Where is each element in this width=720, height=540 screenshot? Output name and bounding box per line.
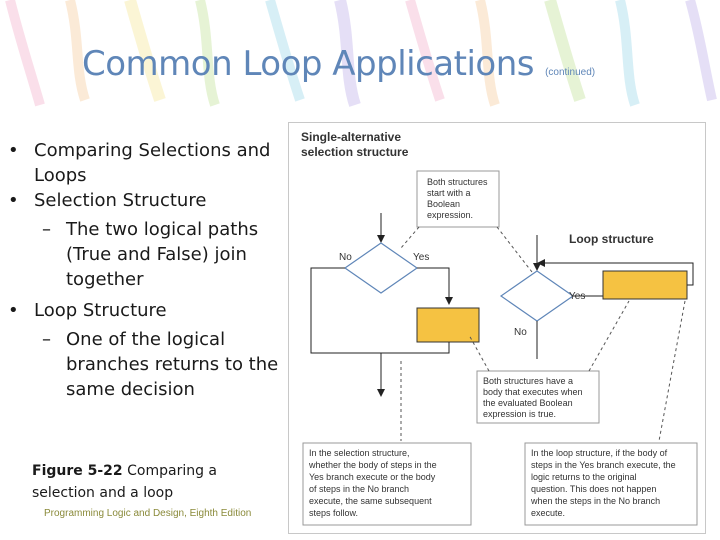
slide-footer: Programming Logic and Design, Eighth Edi… [44,508,251,519]
bullet-item: Loop Structure [8,298,290,323]
sub-bullet-item: –The two logical paths (True and False) … [8,217,290,292]
note-mid-line: the evaluated Boolean [483,398,573,408]
dashed-pointer [589,301,629,371]
bullet-text: Loop Structure [34,300,167,321]
note-top-line: Both structures [427,177,488,187]
slide-title-suffix: (continued) [545,67,595,78]
bullet-item: Comparing Selections and Loops [8,138,290,188]
flowchart-diagram: Single-alternative selection structure B… [289,123,705,533]
selection-heading-line1: Single-alternative [301,130,401,144]
note-bottom-left-line: execute, the same subsequent [309,496,432,506]
slide-title: Common Loop Applications [82,44,534,84]
note-top-line: start with a [427,188,471,198]
selection-heading-line2: selection structure [301,145,409,159]
sub-bullet-text: One of the logical branches returns to t… [66,329,278,400]
note-bottom-left-line: whether the body of steps in the [308,460,437,470]
bullet-list: Comparing Selections and Loops Selection… [8,138,290,402]
note-mid-line: expression is true. [483,409,556,419]
note-bottom-right-line: when the steps in the No branch [530,496,660,506]
note-mid-line: body that executes when [483,387,583,397]
note-top-line: Boolean [427,199,460,209]
process-box-left [417,308,479,342]
decision-diamond-right [501,271,573,321]
note-bottom-right-line: In the loop structure, if the body of [531,448,668,458]
flowchart-figure: Single-alternative selection structure B… [288,122,706,534]
note-bottom-right-line: logic returns to the original [531,472,637,482]
bullet-text: Selection Structure [34,190,206,211]
bullet-item: Selection Structure [8,188,290,213]
flow-line [417,268,449,303]
note-mid-line: Both structures have a [483,376,573,386]
sub-bullet-text: The two logical paths (True and False) j… [66,219,258,290]
dashed-pointer [497,227,539,281]
dashed-pointer [659,301,685,441]
note-top-line: expression. [427,210,473,220]
note-bottom-left-line: steps follow. [309,508,358,518]
flow-line [381,342,449,353]
note-bottom-left-line: Yes branch execute or the body [309,472,436,482]
sub-bullet-item: –One of the logical branches returns to … [8,327,290,402]
figure-caption: Figure 5-22 Comparing a selection and a … [32,460,282,504]
note-bottom-left-line: In the selection structure, [309,448,410,458]
loop-heading: Loop structure [569,232,654,246]
decision-diamond-left [345,243,417,293]
note-bottom-right-line: question. This does not happen [531,484,656,494]
note-bottom-left-line: of steps in the No branch [309,484,409,494]
figure-caption-label: Figure 5-22 [32,463,123,479]
label-no-left: No [339,252,352,263]
label-no-right: No [514,327,527,338]
process-box-right [603,271,687,299]
slide-title-group: Common Loop Applications (continued) [82,44,595,84]
note-bottom-right-line: steps in the Yes branch execute, the [531,460,676,470]
label-yes-left: Yes [413,252,429,263]
dashed-pointer [401,227,419,248]
note-bottom-right-line: execute. [531,508,565,518]
bullet-text: Comparing Selections and Loops [34,140,270,186]
